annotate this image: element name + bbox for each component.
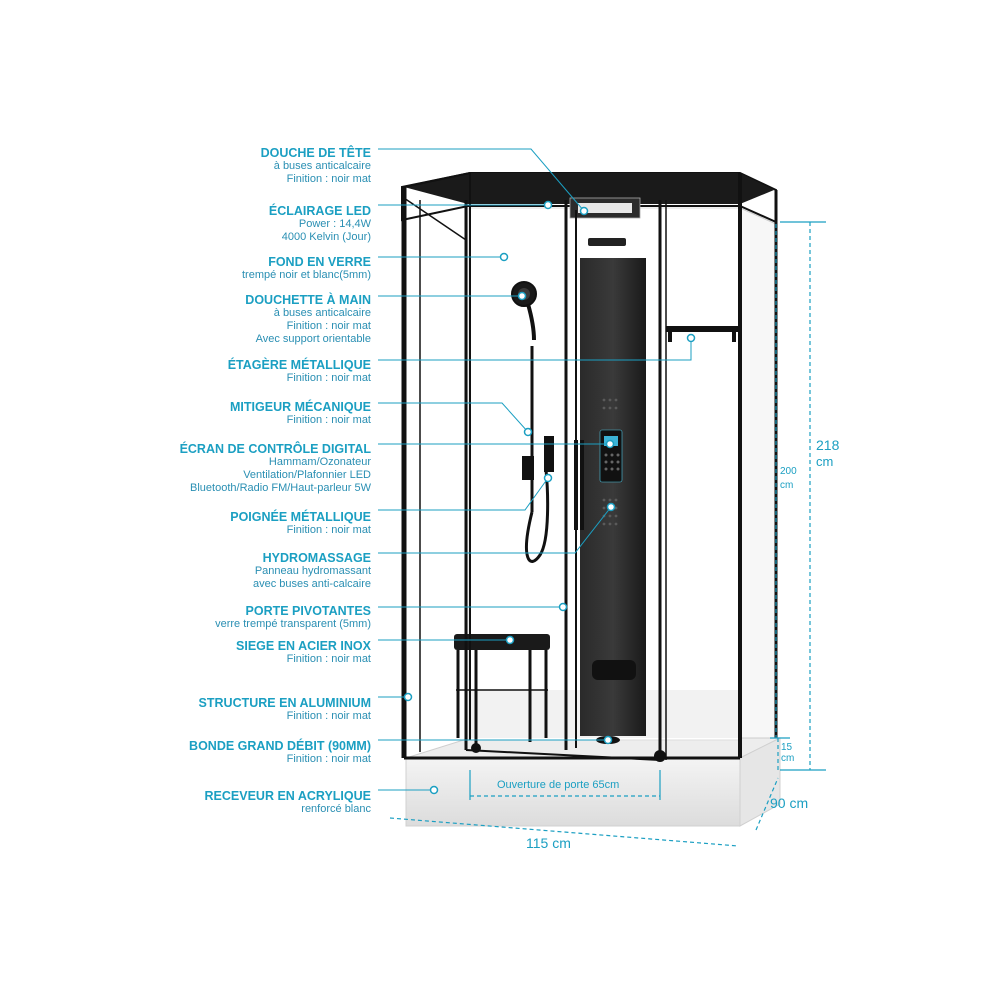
callout-title: MITIGEUR MÉCANIQUE xyxy=(230,400,371,414)
callout-title: RECEVEUR EN ACRYLIQUE xyxy=(204,789,371,803)
callout-line: 4000 Kelvin (Jour) xyxy=(281,231,371,243)
callout-poignee-metallique: POIGNÉE MÉTALLIQUE Finition : noir mat xyxy=(230,511,371,537)
callout-title: PORTE PIVOTANTES xyxy=(245,604,371,618)
acrylic-base xyxy=(405,737,781,827)
callout-etagere-metallique: ÉTAGÈRE MÉTALLIQUE Finition : noir mat xyxy=(228,359,371,385)
callout-line: Finition : noir mat xyxy=(286,173,371,185)
dim-218-unit: cm xyxy=(816,454,833,469)
callout-line: Finition : noir mat xyxy=(286,414,371,426)
dim-200-unit: cm xyxy=(780,480,793,491)
callout-hydromassage: HYDROMASSAGE Panneau hydromassant avec b… xyxy=(253,552,371,591)
callout-line: Ventilation/Plafonnier LED xyxy=(243,469,371,481)
callout-title: ÉCRAN DE CONTRÔLE DIGITAL xyxy=(179,442,371,456)
callout-line: Finition : noir mat xyxy=(286,653,371,665)
callout-ecran-de-controle: ÉCRAN DE CONTRÔLE DIGITAL Hammam/Ozonate… xyxy=(180,443,371,495)
hydromassage-column xyxy=(580,238,646,736)
callout-line: Power : 14,4W xyxy=(298,218,371,230)
callout-siege-acier: SIEGE EN ACIER INOX Finition : noir mat xyxy=(236,640,371,666)
callout-fond-en-verre: FOND EN VERRE trempé noir et blanc(5mm) xyxy=(242,256,371,282)
callout-line: verre trempé transparent (5mm) xyxy=(215,618,371,630)
callout-line: Hammam/Ozonateur xyxy=(268,456,371,468)
callout-line: Finition : noir mat xyxy=(286,524,371,536)
dim-15-unit: cm xyxy=(781,753,794,764)
callout-title: DOUCHE DE TÊTE xyxy=(260,146,371,160)
callout-title: HYDROMASSAGE xyxy=(262,551,371,565)
callout-douchette-a-main: DOUCHETTE À MAIN à buses anticalcaire Fi… xyxy=(245,294,371,346)
callout-title: DOUCHETTE À MAIN xyxy=(245,293,371,307)
callout-title: POIGNÉE MÉTALLIQUE xyxy=(230,510,371,524)
callout-line: Finition : noir mat xyxy=(286,753,371,765)
callout-title: FOND EN VERRE xyxy=(268,255,371,269)
callout-title: ÉCLAIRAGE LED xyxy=(268,204,371,218)
leader-lines xyxy=(378,148,692,791)
dim-15-value: 15 xyxy=(781,742,793,753)
callout-line: Finition : noir mat xyxy=(286,372,371,384)
callout-line: Finition : noir mat xyxy=(286,710,371,722)
dim-door-opening: Ouverture de porte 65cm xyxy=(497,779,619,791)
callout-line: Finition : noir mat xyxy=(286,320,371,332)
callout-title: STRUCTURE EN ALUMINIUM xyxy=(198,696,371,710)
pivoting-doors xyxy=(464,200,667,762)
callout-receveur: RECEVEUR EN ACRYLIQUE renforcé blanc xyxy=(205,790,371,816)
callout-line: à buses anticalcaire xyxy=(273,307,371,319)
metal-shelf xyxy=(666,326,738,342)
callout-line: à buses anticalcaire xyxy=(273,160,371,172)
callout-line: Avec support orientable xyxy=(255,333,371,345)
callout-line: avec buses anti-calcaire xyxy=(252,578,371,590)
callout-structure-aluminium: STRUCTURE EN ALUMINIUM Finition : noir m… xyxy=(199,697,371,723)
callout-line: trempé noir et blanc(5mm) xyxy=(242,269,371,281)
callout-line: Panneau hydromassant xyxy=(254,565,371,577)
dim-200-value: 200 xyxy=(780,466,797,477)
dim-218-value: 218 xyxy=(816,437,840,453)
dim-depth: 90 cm xyxy=(770,795,808,811)
leader-dots xyxy=(403,200,696,795)
dim-width: 115 cm xyxy=(526,835,571,851)
dimension-texts: 218 cm 200 cm 15 cm 90 cm 115 cm Ouvertu… xyxy=(497,437,840,851)
callout-bonde: BONDE GRAND DÉBIT (90MM) Finition : noir… xyxy=(189,740,371,766)
callout-mitigeur-mecanique: MITIGEUR MÉCANIQUE Finition : noir mat xyxy=(230,401,371,427)
dimension-lines xyxy=(389,222,811,847)
dimension-ticks xyxy=(469,221,826,800)
callout-line: Bluetooth/Radio FM/Haut-parleur 5W xyxy=(190,482,371,494)
callout-line: renforcé blanc xyxy=(301,803,371,815)
callout-title: ÉTAGÈRE MÉTALLIQUE xyxy=(227,358,371,372)
callout-eclairage-led: ÉCLAIRAGE LED Power : 14,4W 4000 Kelvin … xyxy=(269,205,371,244)
callout-title: SIEGE EN ACIER INOX xyxy=(236,639,371,653)
steel-seat xyxy=(454,634,550,746)
callout-title: BONDE GRAND DÉBIT (90MM) xyxy=(189,739,371,753)
callout-porte-pivotantes: PORTE PIVOTANTES verre trempé transparen… xyxy=(215,605,371,631)
callout-douche-de-tete: DOUCHE DE TÊTE à buses anticalcaire Fini… xyxy=(261,147,371,186)
